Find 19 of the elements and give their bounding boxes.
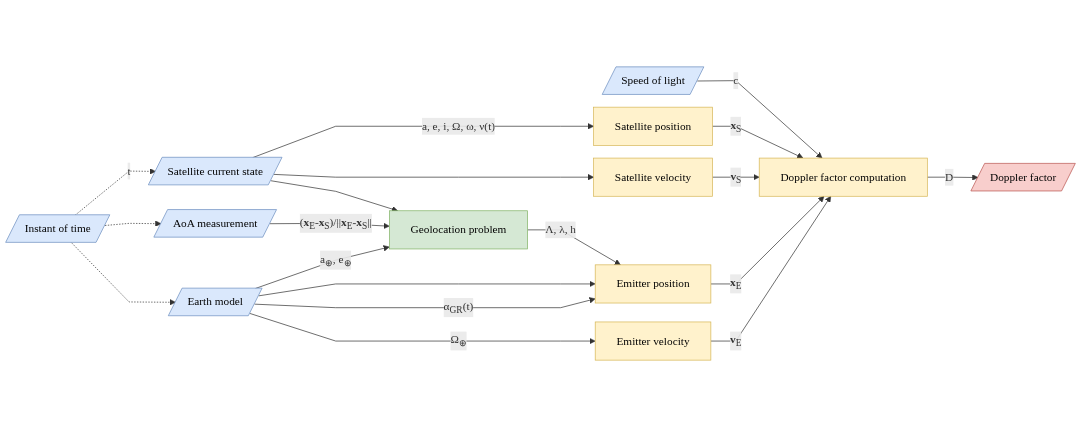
edge-label: D <box>945 170 954 183</box>
edge-label: a$_{⊕}$, e$_{⊕}$ <box>320 252 352 268</box>
node-box: Satellite position <box>593 106 713 146</box>
edge-label: Ω$_{⊕}$ <box>450 333 467 349</box>
node-box: Satellite velocity <box>593 157 713 197</box>
edge-label: a, e, i, Ω, ω, ν(t) <box>421 119 496 132</box>
node-box: Emitter velocity <box>594 321 712 361</box>
edge-label: v$_{S}$ <box>730 169 742 185</box>
edge-label: α$_{GR}$(t) <box>443 300 474 316</box>
edge-label: t <box>127 164 131 177</box>
edge-label: x$_{S}$ <box>730 118 742 134</box>
edge-label: v$_{E}$ <box>730 333 742 349</box>
node-box: Emitter position <box>594 264 712 304</box>
node-box: Doppler factor computation <box>758 157 928 197</box>
edge-label: (x$_{E}$-x$_{S}$)/||x$_{E}$-x$_{S}$|| <box>299 215 372 231</box>
edge-label: c <box>733 74 739 87</box>
node-box: Geolocation problem <box>389 210 528 250</box>
edge-label: Λ, λ, h <box>545 223 576 236</box>
edge-label: x$_{E}$ <box>730 276 742 292</box>
